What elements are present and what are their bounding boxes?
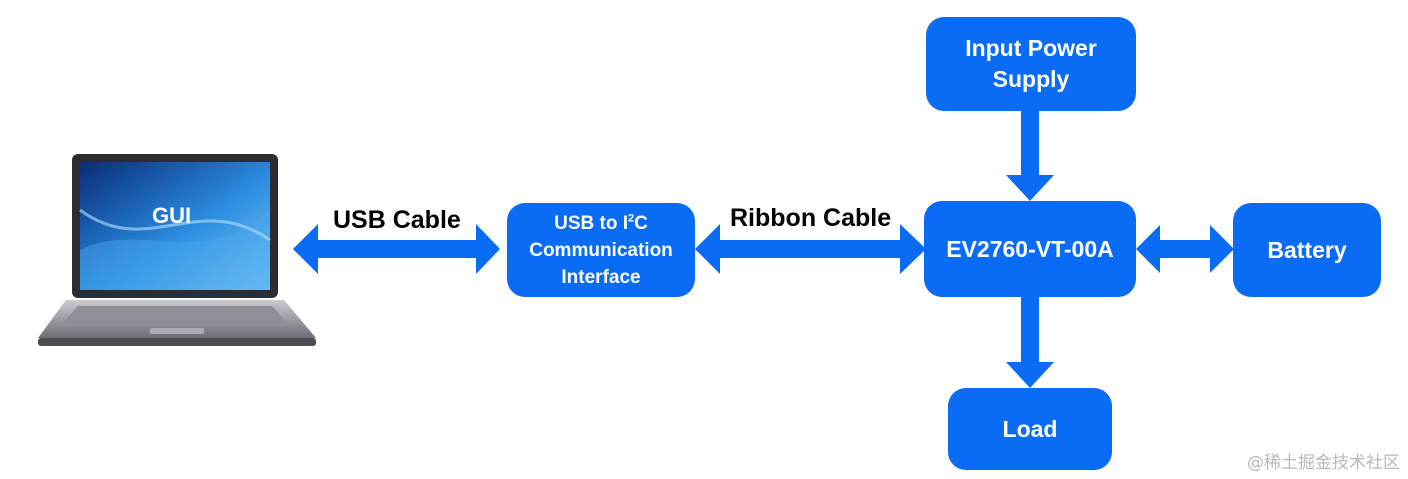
usb-cable-arrow — [293, 224, 500, 274]
ribbon-cable-arrow — [695, 224, 926, 274]
battery-node: Battery — [1233, 203, 1381, 297]
board-to-load-arrow — [1006, 297, 1054, 388]
input-power-line1: Input Power — [965, 35, 1097, 61]
usb-i2c-suffix: C — [634, 212, 648, 234]
input-power-line2: Supply — [992, 66, 1070, 92]
usb-i2c-line2: Communication — [529, 239, 673, 261]
usb-i2c-prefix: USB to I — [554, 212, 629, 234]
power-to-board-arrow — [1006, 110, 1054, 201]
usb-cable-label: USB Cable — [333, 206, 461, 234]
watermark-text: @稀土掘金技术社区 — [1247, 453, 1400, 473]
usb-i2c-line3: Interface — [561, 266, 641, 288]
gui-label: GUI — [152, 203, 192, 228]
ribbon-cable-label: Ribbon Cable — [730, 204, 892, 232]
usb-i2c-interface-node: USB to I2C Communication Interface — [507, 203, 695, 297]
ev2760-board-node: EV2760-VT-00A — [924, 201, 1136, 297]
board-battery-arrow — [1136, 225, 1234, 273]
laptop-illustration — [38, 154, 316, 346]
load-node: Load — [948, 388, 1112, 470]
usb-i2c-line1: USB to I2C — [554, 210, 648, 237]
input-power-supply-node: Input Power Supply — [926, 17, 1136, 111]
laptop-touchpad — [150, 328, 204, 334]
usb-i2c-superscript: 2 — [628, 212, 635, 225]
